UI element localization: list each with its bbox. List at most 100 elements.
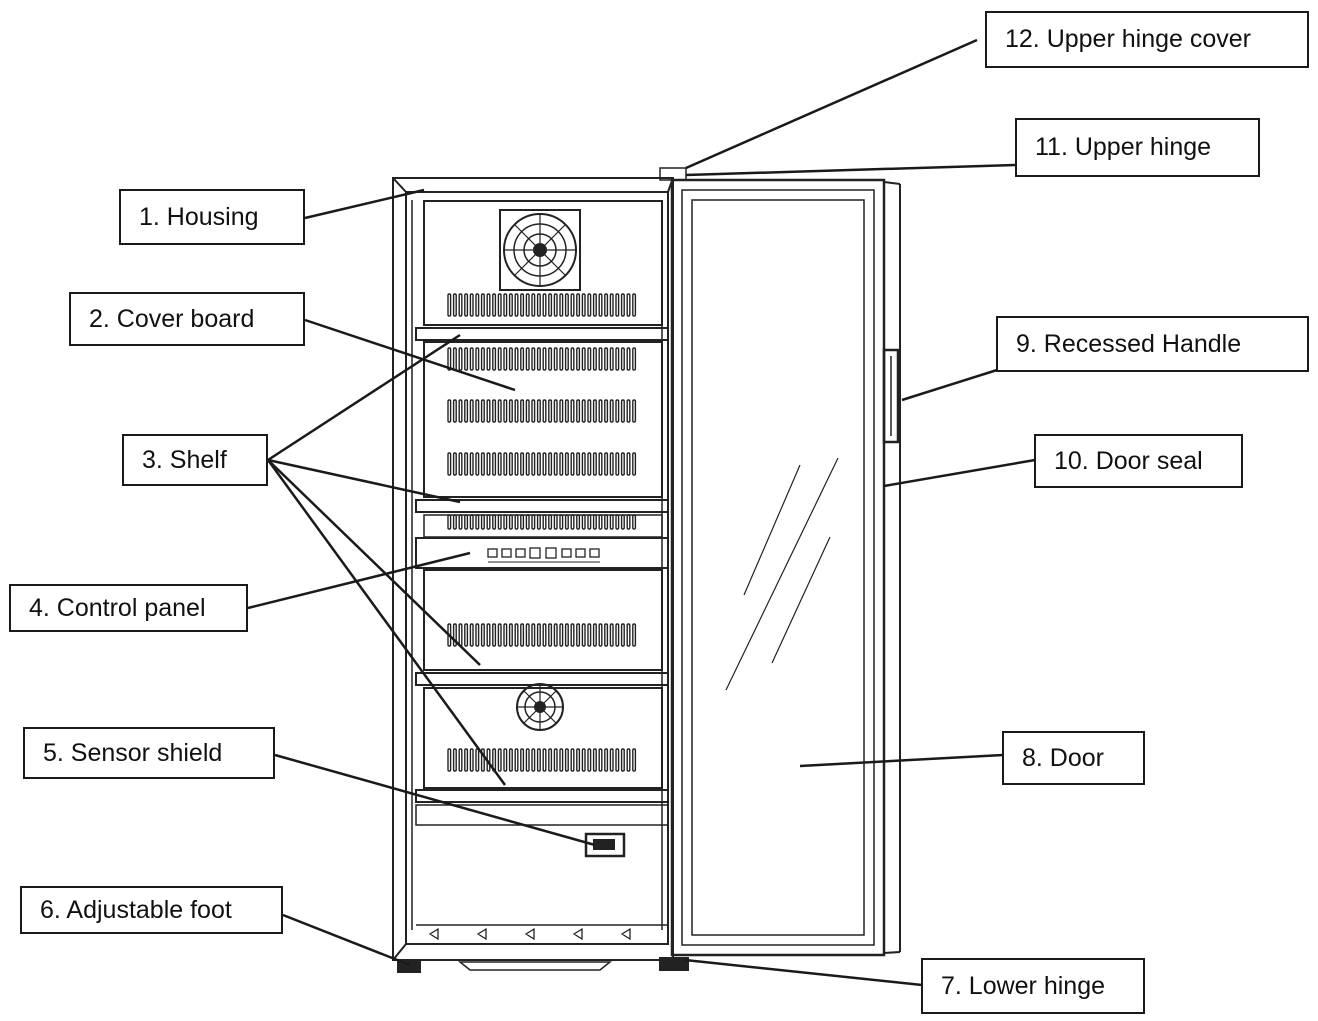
vent-slot bbox=[581, 452, 586, 476]
vent-slot bbox=[492, 452, 497, 476]
vent-slot bbox=[609, 623, 614, 647]
vent-slot bbox=[576, 293, 581, 317]
vent-slot bbox=[609, 748, 614, 772]
vent-slot bbox=[609, 399, 614, 423]
label-upper-hinge: 11. Upper hinge bbox=[1015, 118, 1260, 177]
leader-shelf-3 bbox=[267, 459, 481, 666]
vent-slot bbox=[581, 623, 586, 647]
vent-slot bbox=[615, 623, 620, 647]
vent-slot bbox=[452, 293, 457, 317]
vent-slot bbox=[536, 514, 541, 530]
vent-slot bbox=[592, 514, 597, 530]
vent-slot bbox=[469, 399, 474, 423]
vent-slot bbox=[548, 623, 553, 647]
vent-slot bbox=[626, 293, 631, 317]
vent-slot bbox=[475, 452, 480, 476]
vent-slot bbox=[564, 347, 569, 371]
vent-slot bbox=[464, 748, 469, 772]
vent-slot bbox=[480, 623, 485, 647]
bottom-rack-marks bbox=[428, 927, 631, 941]
vent-slot bbox=[553, 623, 558, 647]
vent-slot bbox=[548, 452, 553, 476]
vent-slot bbox=[525, 347, 530, 371]
vent-slot bbox=[576, 514, 581, 530]
vent-slot bbox=[536, 293, 541, 317]
vent-slot bbox=[548, 293, 553, 317]
vent-slot bbox=[564, 293, 569, 317]
vent-slot bbox=[615, 748, 620, 772]
vent-slot bbox=[542, 347, 547, 371]
vent-slot bbox=[587, 347, 592, 371]
vent-slot bbox=[531, 514, 536, 530]
vent-slot bbox=[632, 293, 637, 317]
vent-slot bbox=[542, 452, 547, 476]
vent-slot bbox=[503, 514, 508, 530]
vent-slot bbox=[464, 293, 469, 317]
vent-slot bbox=[587, 399, 592, 423]
vent-slot bbox=[559, 748, 564, 772]
vent-slot bbox=[531, 623, 536, 647]
leader-adjustable-foot bbox=[282, 913, 411, 967]
leader-lower-hinge bbox=[684, 958, 923, 987]
vent-slot bbox=[480, 452, 485, 476]
vent-slot bbox=[598, 347, 603, 371]
vent-slot bbox=[531, 748, 536, 772]
vent-slot bbox=[508, 452, 513, 476]
vent-slot bbox=[469, 623, 474, 647]
label-door: 8. Door bbox=[1002, 731, 1145, 785]
vent-slot bbox=[592, 347, 597, 371]
vent-slot bbox=[542, 748, 547, 772]
vent-slot bbox=[553, 293, 558, 317]
vent-slot bbox=[458, 293, 463, 317]
vent-slot bbox=[553, 514, 558, 530]
vent-slot bbox=[464, 399, 469, 423]
leader-upper-hinge bbox=[685, 163, 1016, 177]
label-control-panel: 4. Control panel bbox=[9, 584, 248, 632]
shelves bbox=[415, 327, 669, 803]
vent-slot bbox=[570, 623, 575, 647]
cabinet-body bbox=[392, 167, 901, 973]
vent-slot bbox=[626, 623, 631, 647]
vent-slot bbox=[632, 399, 637, 423]
vent-slot bbox=[497, 514, 502, 530]
leader-shelf-1 bbox=[267, 333, 461, 462]
vent-slot bbox=[452, 399, 457, 423]
vent-slot bbox=[503, 748, 508, 772]
vent-slot bbox=[514, 514, 519, 530]
lower-hinge-graphic bbox=[659, 957, 689, 971]
vent-slot bbox=[576, 399, 581, 423]
shelf-2 bbox=[415, 499, 669, 513]
vent-slot bbox=[458, 347, 463, 371]
vent-slot bbox=[553, 452, 558, 476]
vent-slot bbox=[604, 452, 609, 476]
vent-slot bbox=[475, 623, 480, 647]
vent-slot bbox=[497, 748, 502, 772]
vent-slot bbox=[542, 399, 547, 423]
vent-slot bbox=[503, 452, 508, 476]
vent-slot bbox=[469, 748, 474, 772]
vent-slot bbox=[452, 347, 457, 371]
vent-slot bbox=[514, 399, 519, 423]
vent-slot bbox=[458, 623, 463, 647]
vent-slot bbox=[447, 347, 452, 371]
vent-slot bbox=[581, 514, 586, 530]
vent-slot bbox=[536, 399, 541, 423]
vent-slot bbox=[469, 452, 474, 476]
vent-slot bbox=[486, 293, 491, 317]
vent-slot bbox=[615, 452, 620, 476]
vent-slot bbox=[469, 514, 474, 530]
vent-slot bbox=[564, 452, 569, 476]
leader-housing bbox=[304, 188, 425, 220]
vent-slot bbox=[587, 623, 592, 647]
vent-slot bbox=[486, 399, 491, 423]
vent-slot bbox=[503, 399, 508, 423]
vent-slot bbox=[520, 347, 525, 371]
vent-slot bbox=[536, 452, 541, 476]
vent-slot bbox=[514, 452, 519, 476]
vent-slot bbox=[553, 399, 558, 423]
vent-slot bbox=[525, 293, 530, 317]
vent-slot bbox=[520, 623, 525, 647]
vent-slot bbox=[531, 399, 536, 423]
vent-slot bbox=[508, 514, 513, 530]
vent-slot bbox=[548, 347, 553, 371]
